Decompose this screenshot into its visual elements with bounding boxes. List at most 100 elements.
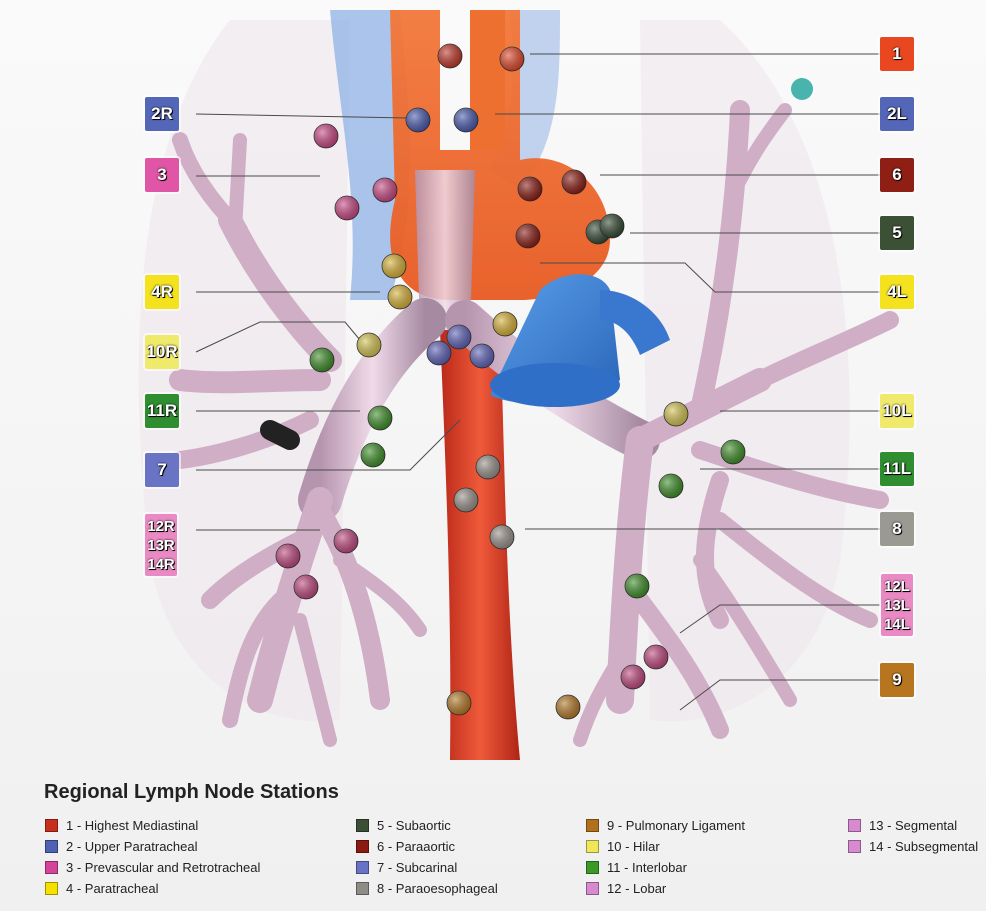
station-badge-7: 7 [145,453,179,487]
lymph-node-station-3 [314,124,338,148]
station-badge-label: 9 [892,670,901,690]
station-badge-label: 8 [892,519,901,539]
lymph-node-station-12-14 [621,665,645,689]
legend-swatch [356,819,369,832]
legend-item: 12 - Lobar [586,881,666,896]
lymph-node-station-8 [454,488,478,512]
lymph-node-station-1 [500,47,524,71]
station-badge-1: 1 [880,37,914,71]
lymph-node-station-6 [562,170,586,194]
legend-label: 1 - Highest Mediastinal [66,818,198,833]
legend-swatch [586,861,599,874]
station-badge-label: 13R [147,536,175,555]
lymph-node-station-10 [664,402,688,426]
legend-item: 14 - Subsegmental [848,839,978,854]
lymph-node-station-11 [659,474,683,498]
station-badge-10r: 10R [145,335,179,369]
lymph-node-station-9 [556,695,580,719]
station-badge-2r: 2R [145,97,179,131]
legend-item: 8 - Paraoesophageal [356,881,498,896]
station-badge-11l: 11L [880,452,914,486]
legend-label: 7 - Subcarinal [377,860,457,875]
lymph-node-station-4 [382,254,406,278]
legend-item: 1 - Highest Mediastinal [45,818,198,833]
lymph-node-station-4 [493,312,517,336]
lymph-node-station-12-14 [294,575,318,599]
lymph-node-station-4 [388,285,412,309]
lymph-node-station-12-14 [644,645,668,669]
legend-item: 7 - Subcarinal [356,860,457,875]
legend-swatch [45,819,58,832]
legend-label: 13 - Segmental [869,818,957,833]
legend-label: 6 - Paraaortic [377,839,455,854]
station-badge-label: 12L [884,577,910,596]
legend-item: 3 - Prevascular and Retrotracheal [45,860,260,875]
legend-item: 9 - Pulmonary Ligament [586,818,745,833]
legend-item: 10 - Hilar [586,839,660,854]
legend-swatch [45,840,58,853]
legend-swatch [45,861,58,874]
legend-title: Regional Lymph Node Stations [44,781,339,804]
station-badge-6: 6 [880,158,914,192]
station-badge-5: 5 [880,216,914,250]
lymph-node-station-11 [625,574,649,598]
station-badge-label: 14R [147,555,175,574]
station-badge-label: 4L [887,282,907,302]
station-badge-3: 3 [145,158,179,192]
station-badge-label: 4R [151,282,173,302]
station-badge-label: 14L [884,615,910,634]
legend-label: 2 - Upper Paratracheal [66,839,198,854]
lymph-node-station-8 [476,455,500,479]
station-badge-label: 3 [157,165,166,185]
station-badge-label: 2R [151,104,173,124]
lymph-node-station-7 [447,325,471,349]
legend-label: 12 - Lobar [607,881,666,896]
lymph-node-station-1 [438,44,462,68]
legend-label: 14 - Subsegmental [869,839,978,854]
legend-swatch [45,882,58,895]
legend-label: 3 - Prevascular and Retrotracheal [66,860,260,875]
legend-swatch [356,840,369,853]
lymph-node-station-10 [357,333,381,357]
legend-item: 2 - Upper Paratracheal [45,839,198,854]
station-badge-label: 12R [147,517,175,536]
lymph-node-station-6 [516,224,540,248]
station-badge-label: 10R [146,342,177,362]
legend-label: 9 - Pulmonary Ligament [607,818,745,833]
lymph-node-station-11 [368,406,392,430]
legend-item: 11 - Interlobar [586,860,687,875]
station-badge-label: 6 [892,165,901,185]
station-badge-10l: 10L [880,394,914,428]
legend-swatch [356,882,369,895]
legend-item: 13 - Segmental [848,818,957,833]
lymph-node-station-3 [335,196,359,220]
station-badge-4r: 4R [145,275,179,309]
station-badge-label: 13L [884,596,910,615]
lymph-node-station-11 [361,443,385,467]
lymph-node-station-9 [447,691,471,715]
legend-label: 11 - Interlobar [607,860,687,875]
station-badge-9: 9 [880,663,914,697]
legend-swatch [586,819,599,832]
lymph-node-station-11 [721,440,745,464]
lymph-node-station-2 [406,108,430,132]
station-badge-8: 8 [880,512,914,546]
lymph-node-station-6 [518,177,542,201]
station-badge-label: 10L [882,401,911,421]
legend-item: 5 - Subaortic [356,818,451,833]
legend-label: 10 - Hilar [607,839,660,854]
legend-swatch [356,861,369,874]
station-badge-label: 5 [892,223,901,243]
legend-label: 8 - Paraoesophageal [377,881,498,896]
station-badge-2l: 2L [880,97,914,131]
station-badge-label: 7 [157,460,166,480]
legend-swatch [586,882,599,895]
lymph-node-station-8 [490,525,514,549]
legend-swatch [848,819,861,832]
lymph-node-station-7 [427,341,451,365]
station-badge-label: 11R [147,401,177,421]
legend-label: 5 - Subaortic [377,818,451,833]
